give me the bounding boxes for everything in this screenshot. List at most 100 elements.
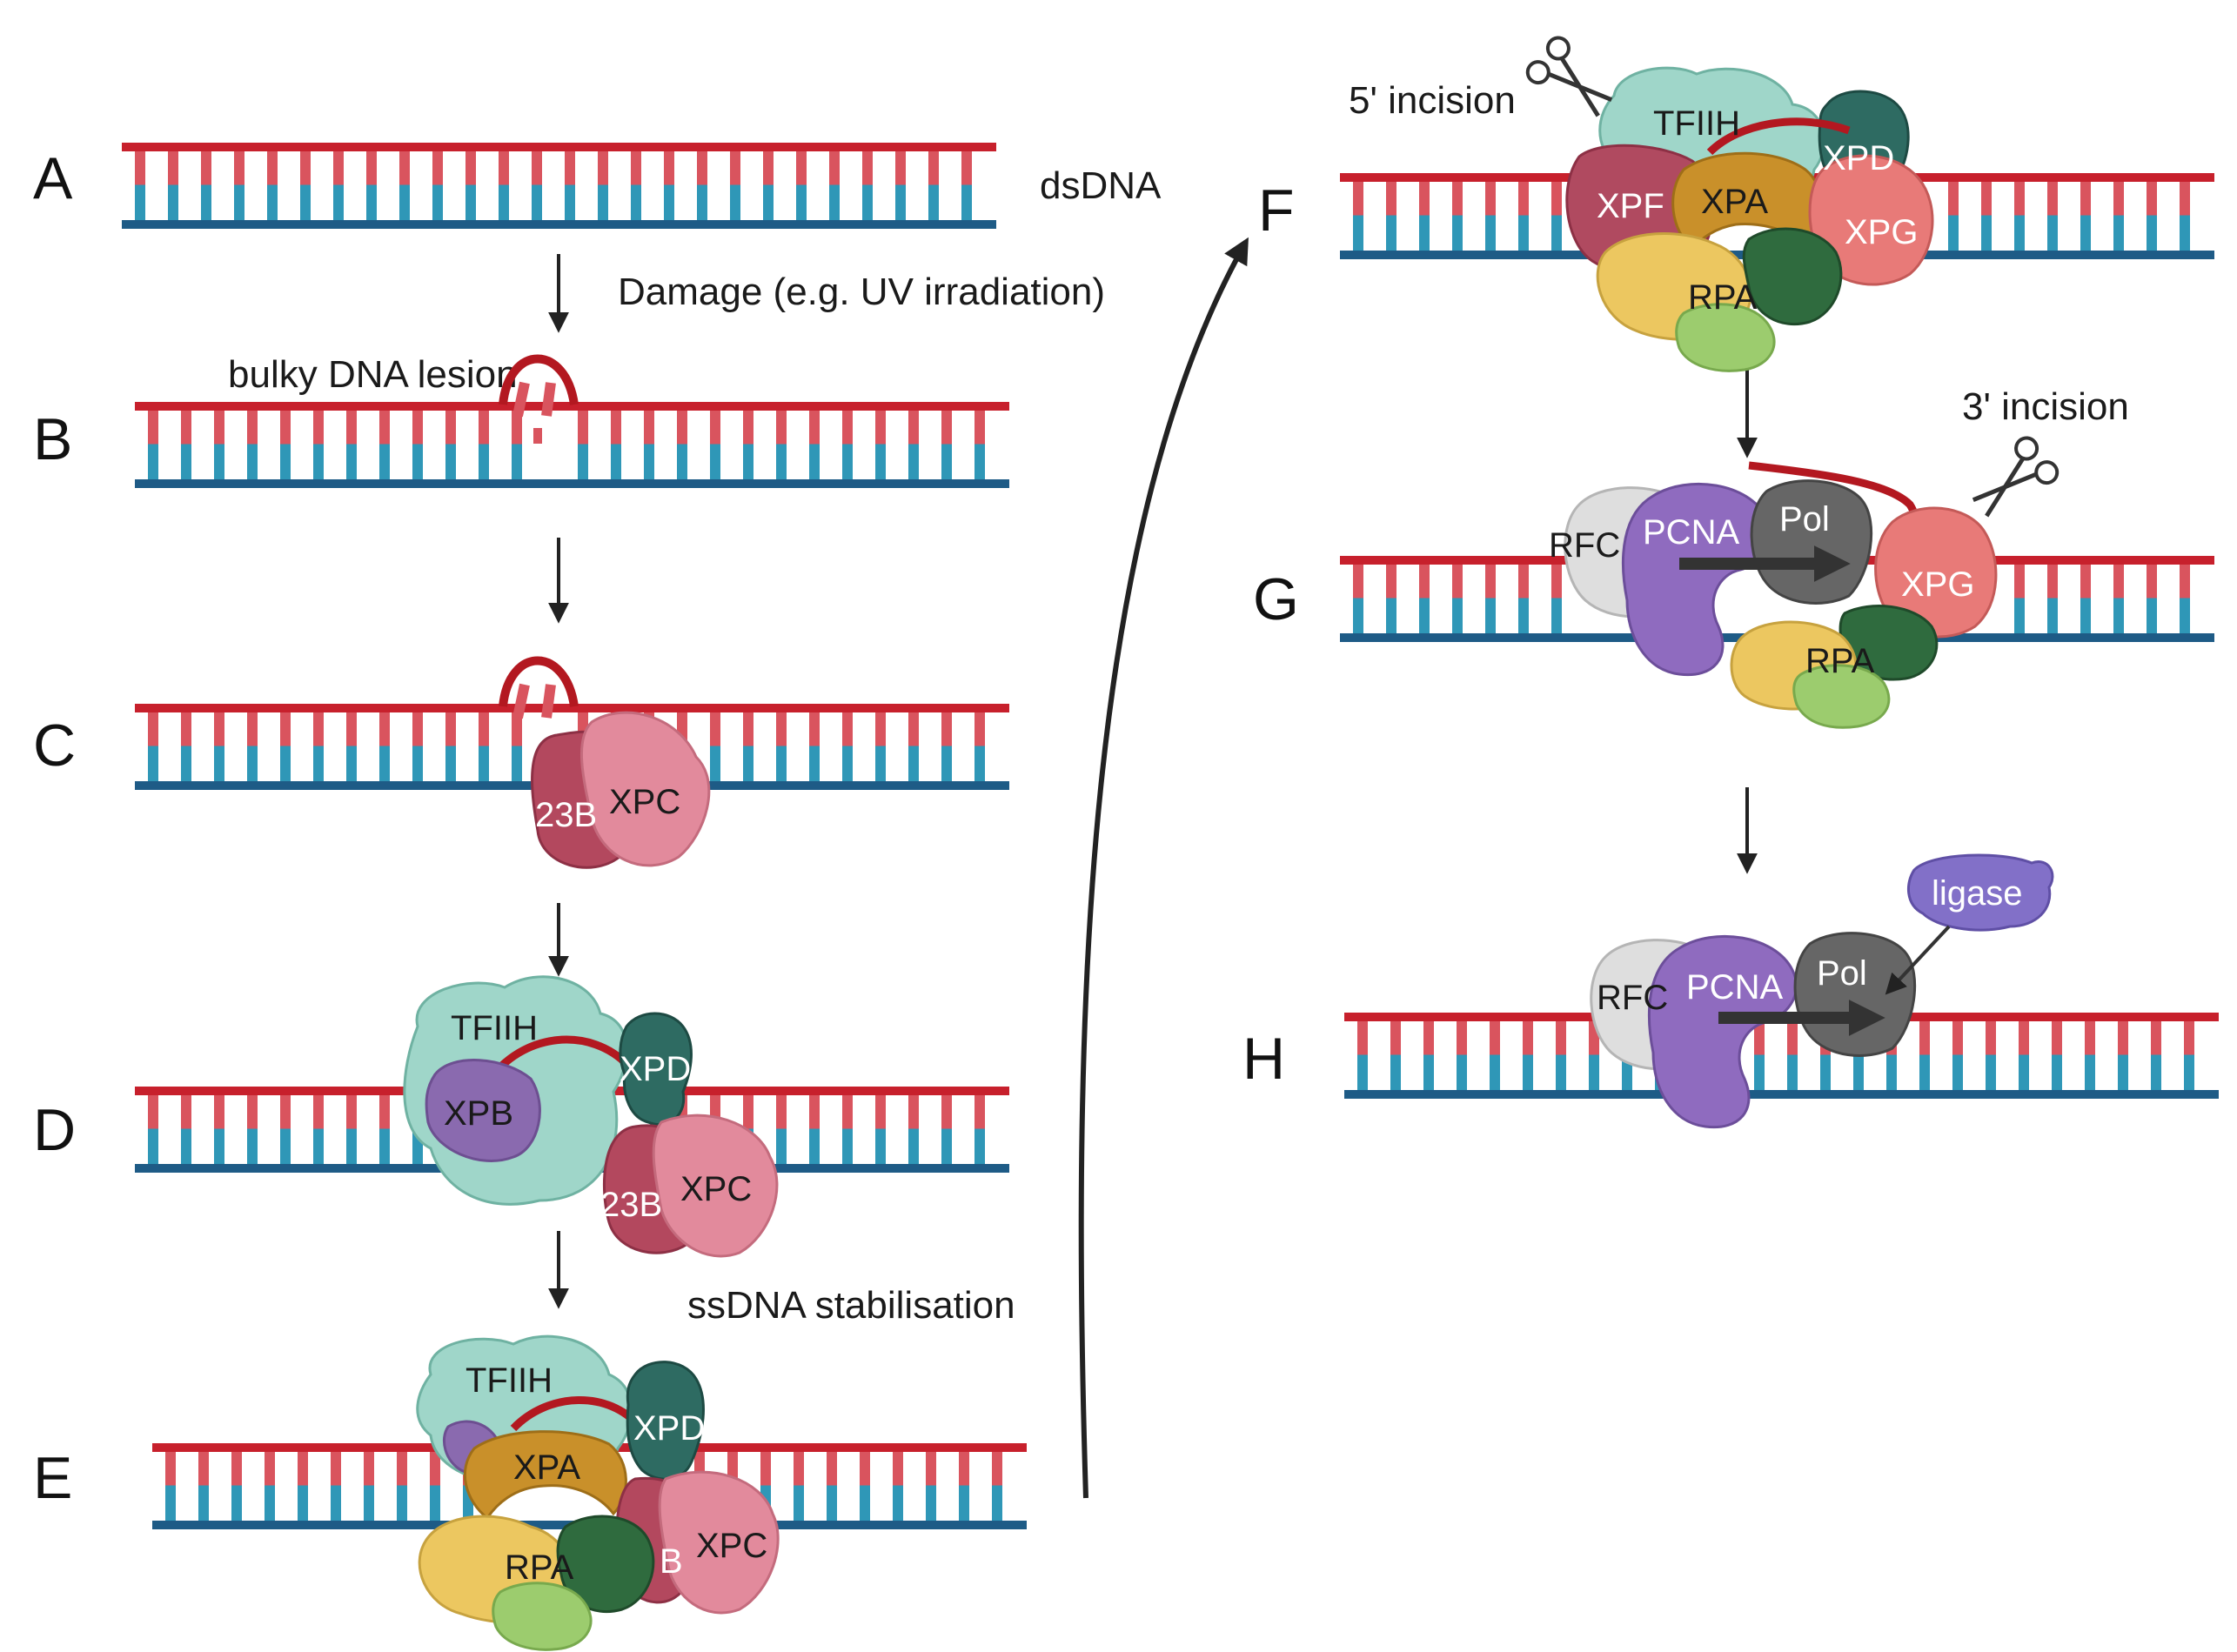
complex-H: RFC PCNA Pol ligase — [1590, 853, 2054, 1129]
base-pair-bottom — [333, 184, 344, 222]
base-pair-bottom — [1948, 215, 1959, 252]
protein-label-B: B — [660, 1542, 683, 1581]
base-pair-top — [2014, 561, 2025, 599]
base-pair-top — [1919, 1018, 1930, 1055]
base-pair-bottom — [346, 1128, 357, 1166]
arrow-e-to-f — [1078, 237, 1249, 1499]
base-pair-top — [267, 148, 278, 185]
base-pair-top — [2085, 1018, 2095, 1055]
base-pair-bottom — [565, 184, 575, 222]
step-letter-D: D — [33, 1097, 76, 1163]
base-pair-bottom — [313, 746, 324, 783]
base-pair-top — [198, 1448, 209, 1486]
top-strand — [122, 143, 996, 151]
base-pair-bottom — [148, 746, 158, 783]
protein-label-TFIIH: TFIIH — [451, 1009, 538, 1047]
base-pair-top — [743, 709, 753, 746]
base-pair-bottom — [776, 444, 787, 481]
base-pair-top — [710, 709, 720, 746]
base-pair-bottom — [875, 444, 886, 481]
base-pair-top — [829, 148, 840, 185]
top-strand — [135, 704, 1009, 712]
base-pair-bottom — [148, 444, 158, 481]
base-pair-bottom — [298, 1485, 308, 1522]
base-pair-bottom — [1457, 1054, 1467, 1092]
base-pair-top — [412, 709, 423, 746]
base-pair-top — [809, 1092, 820, 1129]
base-pair-top — [631, 148, 641, 185]
base-pair-top — [941, 1092, 952, 1129]
dsdna-B — [135, 402, 1009, 488]
protein-RPA-light-shape — [1675, 303, 1776, 372]
base-pair-top — [412, 407, 423, 445]
base-pair-bottom — [1886, 1054, 1897, 1092]
base-pair-top — [532, 148, 542, 185]
base-pair-bottom — [432, 184, 443, 222]
three-prime-incision-label: 3' incision — [1962, 385, 2129, 428]
base-pair-top — [2118, 1018, 2128, 1055]
base-pair-bottom — [379, 1128, 390, 1166]
base-pair-top — [2019, 1018, 2029, 1055]
protein-label-23B: 23B — [600, 1186, 662, 1224]
base-pair-bottom — [379, 746, 390, 783]
base-pair-bottom — [992, 1485, 1002, 1522]
protein-label-TFIIH: TFIIH — [1653, 104, 1740, 143]
base-pair-top — [895, 148, 906, 185]
base-pair-top — [2047, 561, 2058, 599]
base-pair-bottom — [1419, 598, 1430, 635]
protein-XPD-shape — [619, 1012, 693, 1126]
base-pair-top — [1981, 178, 1992, 216]
base-pair-top — [346, 407, 357, 445]
base-pair-bottom — [2184, 1054, 2194, 1092]
top-strand — [135, 402, 1009, 411]
base-pair-top — [1787, 1018, 1798, 1055]
base-pair-bottom — [267, 184, 278, 222]
base-pair-bottom — [2052, 1054, 2062, 1092]
base-pair-bottom — [135, 184, 145, 222]
base-pair-bottom — [776, 1128, 787, 1166]
protein-RPA-light-shape — [1792, 664, 1891, 729]
base-pair-bottom — [1518, 215, 1529, 252]
base-pair-top — [2151, 1018, 2161, 1055]
protein-label-XPA: XPA — [1701, 183, 1768, 221]
base-pair-top — [280, 709, 291, 746]
base-pair-bottom — [2085, 1054, 2095, 1092]
lesion-B — [499, 354, 579, 444]
base-pair-bottom — [412, 746, 423, 783]
base-pair-top — [1423, 1018, 1434, 1055]
base-pair-bottom — [941, 746, 952, 783]
step-letter-E: E — [33, 1445, 72, 1511]
base-pair-top — [148, 709, 158, 746]
base-pair-bottom — [1390, 1054, 1401, 1092]
base-pair-bottom — [2147, 598, 2157, 635]
base-pair-top — [1452, 178, 1463, 216]
base-pair-top — [2047, 178, 2058, 216]
protein-XPC-shape — [658, 1470, 780, 1615]
protein-label-XPC: XPC — [680, 1170, 752, 1208]
base-pair-top — [992, 1448, 1002, 1486]
base-pair-top — [1386, 178, 1396, 216]
base-pair-bottom — [827, 1485, 837, 1522]
base-pair-bottom — [893, 1485, 903, 1522]
base-pair-top — [331, 1448, 341, 1486]
protein-label-RFC: RFC — [1597, 979, 1668, 1017]
base-pair-top — [860, 1448, 870, 1486]
base-pair-bottom — [829, 184, 840, 222]
base-pair-bottom — [1589, 1054, 1599, 1092]
base-pair-bottom — [499, 184, 509, 222]
base-pair-top — [1386, 561, 1396, 599]
base-pair-top — [181, 1092, 191, 1129]
base-pair-bottom — [445, 444, 456, 481]
base-pair-bottom — [2113, 598, 2124, 635]
base-pair-bottom — [313, 1128, 324, 1166]
base-pair-top — [730, 148, 740, 185]
protein-XPB-shape — [425, 1059, 541, 1162]
lesion-C — [499, 656, 579, 719]
base-pair-top — [928, 148, 939, 185]
base-pair-bottom — [280, 444, 291, 481]
protein-XPG-shape — [1874, 506, 1998, 639]
base-pair-bottom — [1518, 598, 1529, 635]
base-pair-top — [1419, 561, 1430, 599]
base-pair-top — [2113, 561, 2124, 599]
base-pair-bottom — [280, 1128, 291, 1166]
